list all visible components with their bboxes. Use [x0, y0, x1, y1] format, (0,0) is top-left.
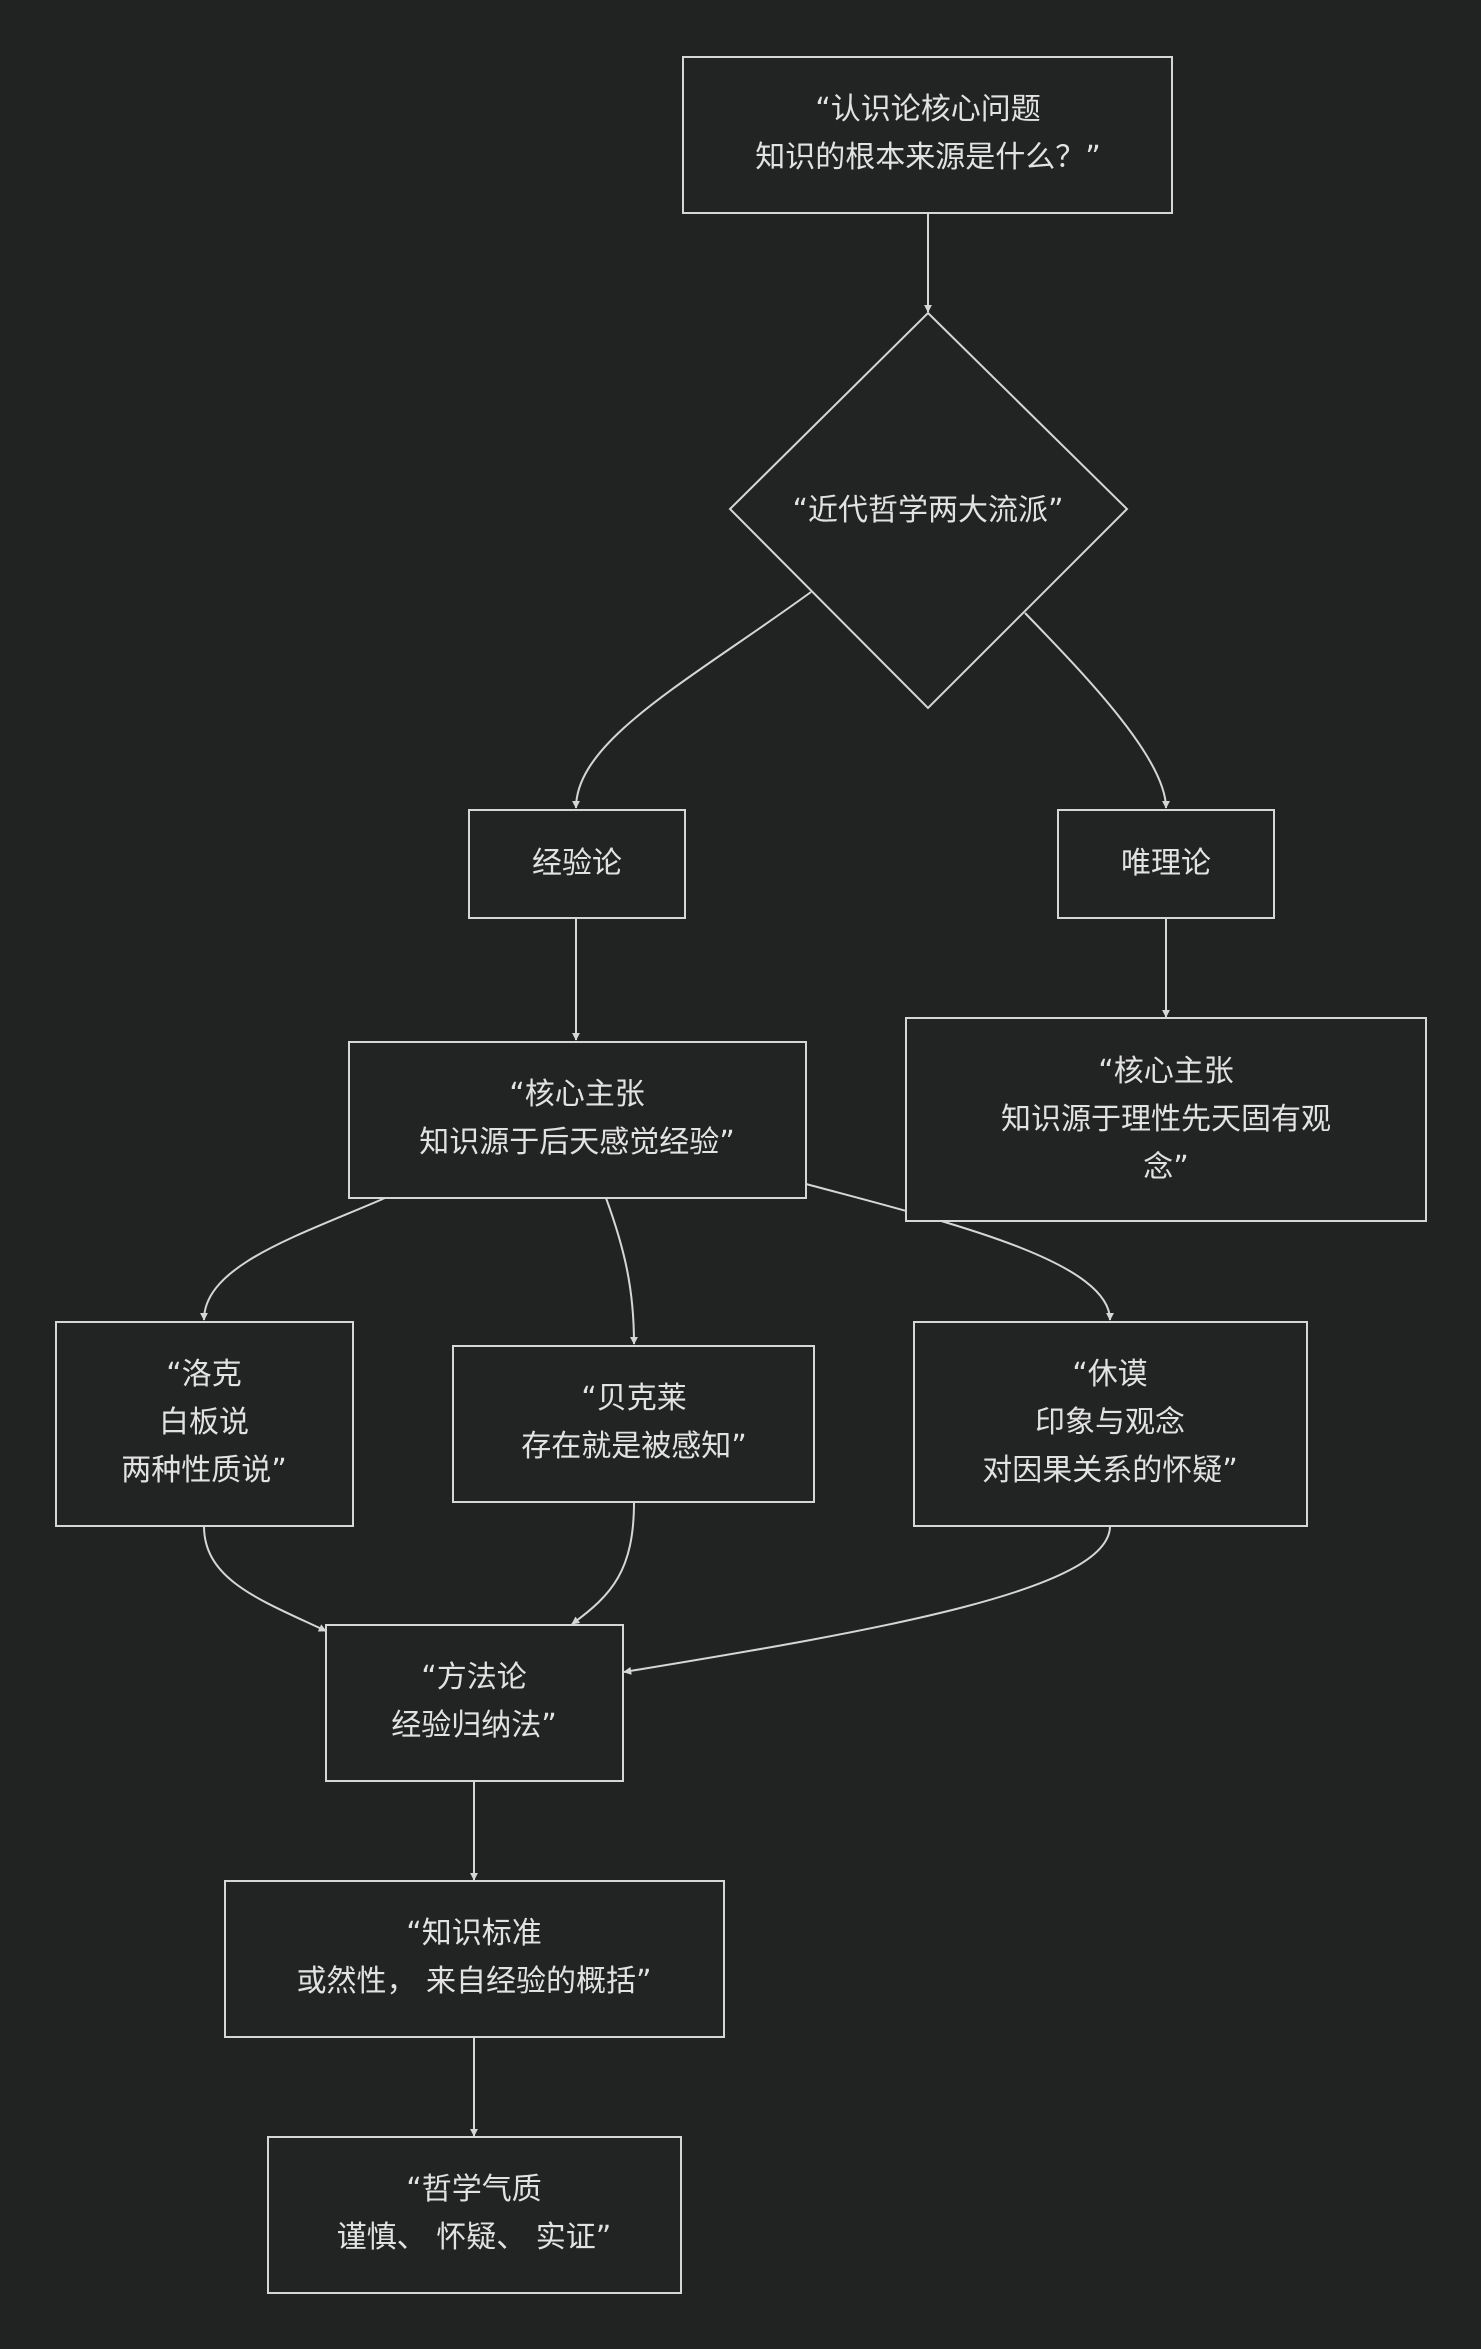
- node-rationalism: 唯理论: [1057, 809, 1275, 919]
- node-berkeley: “贝克莱 存在就是被感知”: [452, 1345, 815, 1503]
- edges: [200, 213, 1170, 2137]
- node-empiricism: 经验论: [468, 809, 686, 919]
- node-temperament: “哲学气质 谨慎、 怀疑、 实证”: [267, 2136, 682, 2294]
- core-question-line2: 知识的根本来源是什么？”: [755, 140, 1101, 175]
- edge-berkeley-to-method: [571, 1501, 635, 1625]
- locke-line2: 白板说: [159, 1405, 249, 1440]
- knowledge-standard-line1: “知识标准: [406, 1916, 542, 1951]
- locke-line3: 两种性质说”: [121, 1453, 287, 1488]
- node-knowledge-standard: “知识标准 或然性， 来自经验的概括”: [224, 1880, 725, 2038]
- core-question-line1: “认识论核心问题: [815, 92, 1041, 127]
- edge-claim-to-hume: [805, 1183, 1114, 1321]
- methodology-line2: 经验归纳法”: [391, 1708, 557, 1743]
- edge-schools-to-rationalism: [1024, 612, 1170, 809]
- hume-line2: 印象与观念: [1035, 1405, 1185, 1440]
- temperament-line2: 谨慎、 怀疑、 实证”: [337, 2220, 612, 2255]
- edge-schools-to-empiricism: [572, 591, 812, 809]
- edge-claim-to-berkeley: [605, 1197, 638, 1345]
- empiricism-claim-line1: “核心主张: [509, 1077, 645, 1112]
- empiricism-claim-line2: 知识源于后天感觉经验”: [419, 1125, 735, 1160]
- edge-claim-to-locke: [200, 1197, 386, 1321]
- node-core-question: “认识论核心问题 知识的根本来源是什么？”: [682, 56, 1173, 214]
- rationalism-claim-line1: “核心主张: [1098, 1054, 1234, 1089]
- node-two-schools: “近代哲学两大流派”: [728, 311, 1129, 710]
- rationalism-claim-line3: 念”: [1143, 1150, 1189, 1185]
- hume-line3: 对因果关系的怀疑”: [982, 1453, 1238, 1488]
- node-empiricism-claim: “核心主张 知识源于后天感觉经验”: [348, 1041, 807, 1199]
- hume-line1: “休谟: [1072, 1357, 1148, 1392]
- edge-locke-to-method: [203, 1525, 327, 1632]
- two-schools-label: “近代哲学两大流派”: [792, 493, 1063, 528]
- temperament-line1: “哲学气质: [406, 2172, 542, 2207]
- rationalism-label: 唯理论: [1121, 846, 1211, 881]
- berkeley-line2: 存在就是被感知”: [521, 1429, 747, 1464]
- node-hume: “休谟 印象与观念 对因果关系的怀疑”: [913, 1321, 1308, 1527]
- node-locke: “洛克 白板说 两种性质说”: [55, 1321, 354, 1527]
- methodology-line1: “方法论: [421, 1660, 527, 1695]
- knowledge-standard-line2: 或然性， 来自经验的概括”: [296, 1964, 651, 1999]
- edge-hume-to-method: [623, 1525, 1111, 1675]
- rationalism-claim-line2: 知识源于理性先天固有观: [1001, 1102, 1331, 1137]
- empiricism-label: 经验论: [532, 846, 622, 881]
- locke-line1: “洛克: [166, 1357, 242, 1392]
- node-methodology: “方法论 经验归纳法”: [325, 1624, 624, 1782]
- node-rationalism-claim: “核心主张 知识源于理性先天固有观 念”: [905, 1017, 1427, 1222]
- berkeley-line1: “贝克莱: [581, 1381, 687, 1416]
